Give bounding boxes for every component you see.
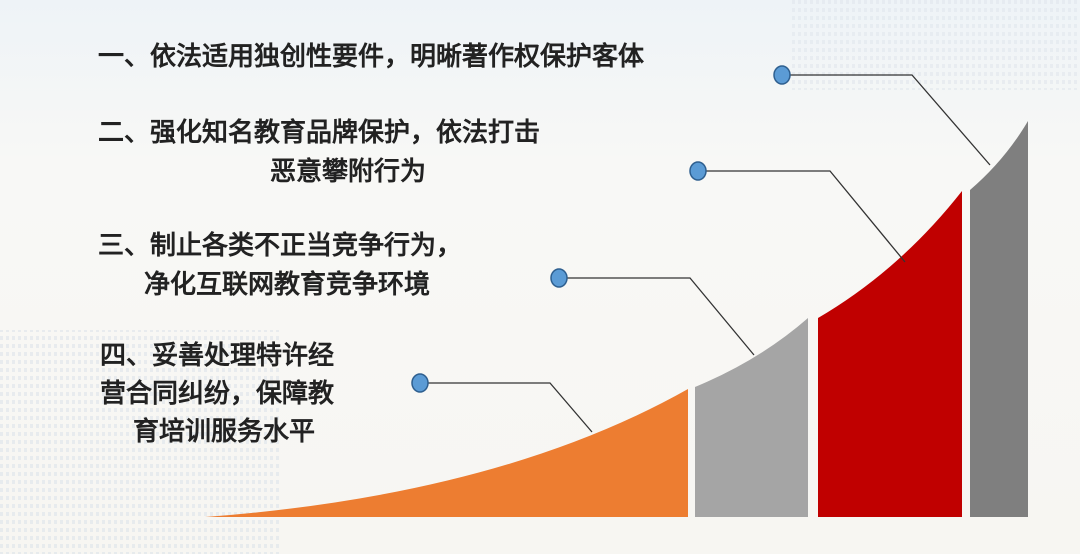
item-4-text-line-2: 营合同纠纷，保障教 — [100, 379, 335, 409]
connector-line-2 — [698, 170, 906, 263]
connector-line-1 — [782, 74, 991, 166]
item-4-text-line-3: 育培训服务水平 — [133, 417, 316, 447]
bar-3-gray — [695, 318, 808, 517]
connector-line-3 — [559, 277, 755, 356]
bar-4-orange-curve — [205, 389, 688, 517]
item-1-text: 一、依法适用独创性要件，明晰著作权保护客体 — [98, 42, 645, 72]
marker-dot-2 — [689, 161, 707, 181]
item-4-text-line-1: 四、妥善处理特许经 — [100, 341, 335, 371]
bar-1-dark-gray — [970, 121, 1028, 517]
item-2-text-line-1: 二、强化知名教育品牌保护，依法打击 — [98, 118, 541, 148]
marker-dot-4 — [411, 373, 429, 393]
marker-dot-3 — [550, 268, 568, 288]
item-2-text-line-2: 恶意攀附行为 — [270, 157, 427, 187]
item-3-text-line-2: 净化互联网教育竞争环境 — [144, 270, 431, 300]
item-3-text-line-1: 三、制止各类不正当竞争行为， — [98, 231, 463, 261]
connector-line-4 — [420, 382, 593, 433]
marker-dot-1 — [773, 65, 791, 85]
bar-2-red — [818, 191, 962, 517]
